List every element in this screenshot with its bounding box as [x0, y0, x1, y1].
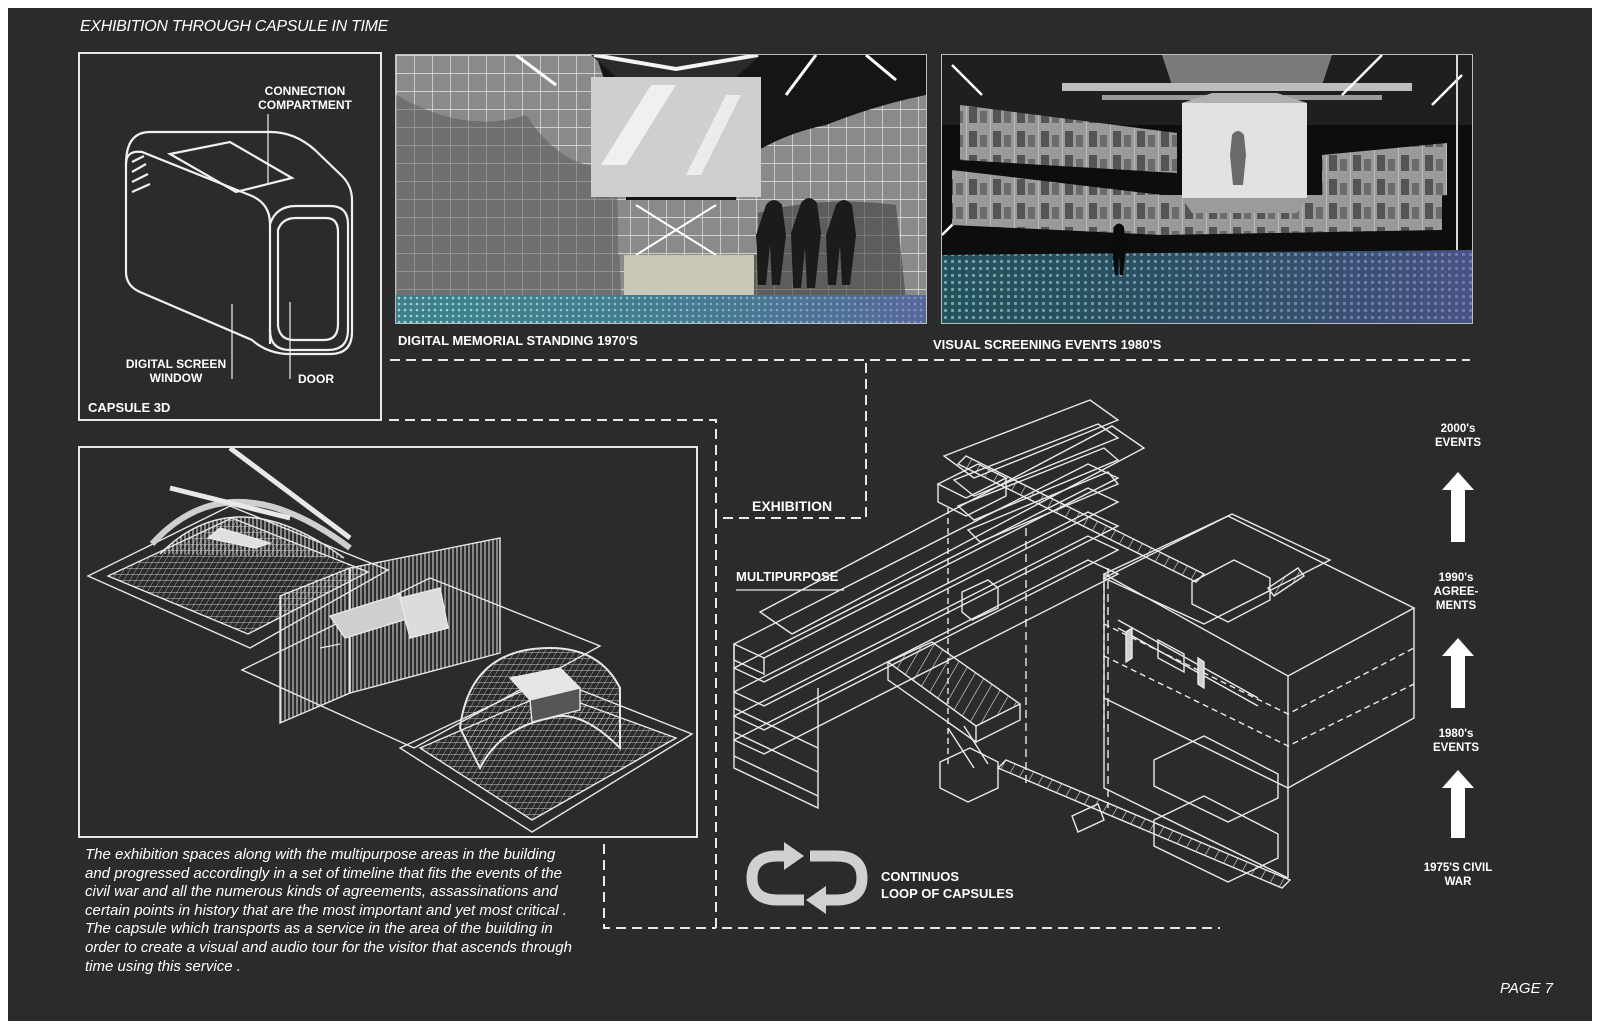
memorial-render-graphic: [396, 55, 926, 323]
arrow-up-icon: [1442, 770, 1474, 838]
timeline-1980s: 1980's EVENTS: [1416, 727, 1496, 755]
description-line: civil war and all the numerous kinds of …: [85, 883, 558, 901]
digital-screen-window-label: DIGITAL SCREEN WINDOW: [116, 357, 236, 385]
timeline-1975-line-1: 1975'S CIVIL: [1423, 862, 1493, 874]
connection-label-line: CONNECTION: [264, 84, 346, 98]
timeline-2000s: 2000's EVENTS: [1418, 422, 1498, 450]
timeline-1990s-line-1: 1990's: [1438, 572, 1474, 584]
screening-render-graphic: [942, 55, 1472, 323]
loop-icon: [746, 842, 868, 914]
loop-label: CONTINUOS LOOP OF CAPSULES: [881, 868, 1014, 902]
capsule-3d-panel: CONNECTION COMPARTMENT DIGITAL SCREEN WI…: [78, 52, 382, 421]
isometric-building-diagram: [732, 399, 1416, 889]
timeline-1975: 1975'S CIVIL WAR: [1408, 861, 1508, 889]
capsule-3d-drawing: [124, 114, 354, 379]
timeline-1990s: 1990's AGREE- MENTS: [1416, 571, 1496, 613]
loop-label-line-1: CONTINUOS: [881, 869, 959, 884]
timeline-2000s-line-1: 2000's: [1440, 423, 1476, 435]
digital-screen-label-line: DIGITAL SCREEN: [125, 357, 227, 371]
description-paragraph: The exhibition spaces along with the mul…: [85, 846, 615, 976]
description-line: certain points in history that are the m…: [85, 901, 567, 919]
window-label-line: WINDOW: [149, 371, 203, 385]
timeline-1980s-line-1: 1980's: [1438, 728, 1474, 740]
arrow-up-icon: [1442, 638, 1474, 708]
exhibition-plans-drawing: [86, 446, 694, 833]
presentation-board: EXHIBITION THROUGH CAPSULE IN TIME CONNE…: [8, 8, 1592, 1021]
description-line: order to create a visual and audio tour …: [85, 938, 572, 956]
timeline-2000s-line-2: EVENTS: [1434, 437, 1481, 449]
page-title: EXHIBITION THROUGH CAPSULE IN TIME: [80, 18, 389, 35]
dashed-connectors: [384, 359, 1470, 929]
render-caption-memorial: DIGITAL MEMORIAL STANDING 1970'S: [398, 333, 638, 348]
page-number: PAGE 7: [1500, 980, 1554, 997]
description-line: The capsule which transports as a servic…: [85, 920, 553, 938]
capsule-3d-label: CAPSULE 3D: [88, 400, 171, 415]
render-caption-screening: VISUAL SCREENING EVENTS 1980'S: [933, 337, 1162, 352]
loop-label-line-2: LOOP OF CAPSULES: [881, 886, 1014, 901]
description-line: time using this service .: [85, 957, 241, 975]
render-digital-memorial: [395, 54, 927, 324]
timeline-1975-line-2: WAR: [1444, 876, 1472, 888]
timeline-arrows: [1442, 472, 1474, 838]
arrow-up-icon: [1442, 472, 1474, 542]
exhibition-label: EXHIBITION: [752, 498, 833, 514]
connection-compartment-label: CONNECTION COMPARTMENT: [245, 84, 365, 112]
timeline-1990s-line-2: AGREE-: [1433, 586, 1479, 598]
timeline-1990s-line-3: MENTS: [1435, 600, 1477, 612]
door-label: DOOR: [298, 372, 334, 386]
description-line: The exhibition spaces along with the mul…: [85, 846, 556, 863]
timeline-1980s-line-2: EVENTS: [1432, 742, 1479, 754]
multipurpose-label: MULTIPURPOSE: [736, 569, 839, 584]
exhibition-plans-panel: [78, 446, 698, 838]
compartment-label-line: COMPARTMENT: [258, 98, 352, 112]
render-visual-screening: [941, 54, 1473, 324]
description-line: and progressed accordingly in a set of t…: [85, 864, 562, 882]
